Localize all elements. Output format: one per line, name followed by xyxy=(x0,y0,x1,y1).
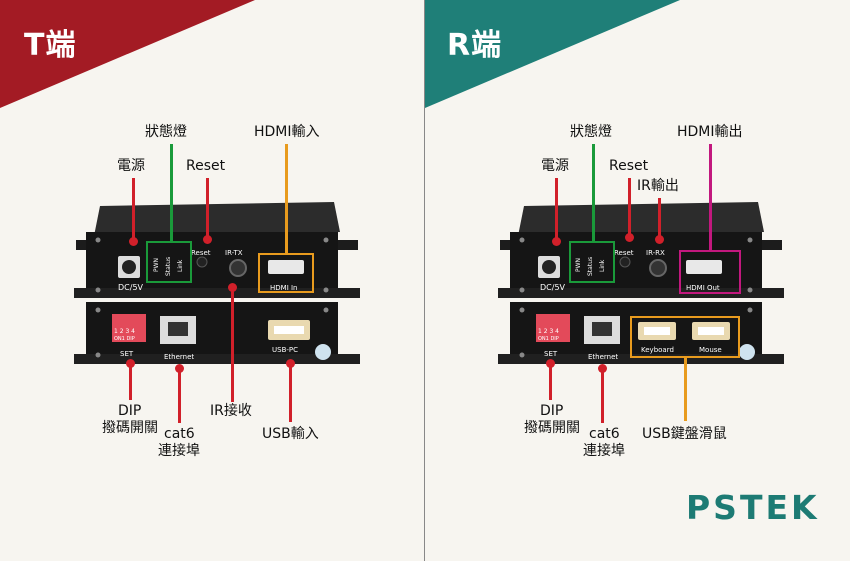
r-label-dip-line1: DIP xyxy=(540,403,564,419)
receiver-title: R端 xyxy=(447,28,503,63)
dip-on-label: ON1 DIP xyxy=(114,336,135,342)
r-dip-pointer-dot xyxy=(546,359,555,368)
r-reset-pointer xyxy=(628,178,631,236)
power-pointer-dot xyxy=(129,237,138,246)
hdmi-port-label: HDMI In xyxy=(270,284,297,292)
r-link-label: Link xyxy=(599,259,606,272)
receiver-front-unit: DC/5V Reset IR-RX HDMI Out PWN Status Li… xyxy=(496,200,786,310)
label-ir-receive: IR接收 xyxy=(210,403,252,419)
transmitter-banner xyxy=(0,0,255,108)
link-label: Link xyxy=(177,259,184,272)
pstek-logo: PSTEK xyxy=(686,488,820,527)
r-power-pointer-dot xyxy=(552,237,561,246)
r-ir-port-label: IR-RX xyxy=(646,249,665,257)
usb-port-label: USB-PC xyxy=(272,346,298,354)
r-cat6-pointer-dot xyxy=(598,364,607,373)
transmitter-title: T端 xyxy=(24,28,77,63)
panel-divider xyxy=(424,0,425,561)
r-keyboard-label: Keyboard xyxy=(641,346,674,354)
r-power-pointer xyxy=(555,178,558,240)
r-ethernet-label: Ethernet xyxy=(588,353,618,361)
label-cat6-line2: 連接埠 xyxy=(158,443,200,459)
r-label-status-light: 狀態燈 xyxy=(570,124,612,140)
r-ir-pointer xyxy=(658,198,661,238)
usb-pointer-dot xyxy=(286,359,295,368)
hdmi-highlight-box xyxy=(258,253,314,293)
usb-pointer xyxy=(289,364,292,422)
dip-pointer xyxy=(129,364,132,400)
r-label-usb-kbm: USB鍵盤滑鼠 xyxy=(642,426,727,442)
reset-pointer xyxy=(206,178,209,238)
r-label-reset: Reset xyxy=(609,158,649,174)
status-pointer xyxy=(170,144,173,242)
r-label-cat6-line2: 連接埠 xyxy=(583,443,625,459)
r-label-power: 電源 xyxy=(541,158,569,174)
r-ir-pointer-dot xyxy=(655,235,664,244)
status-highlight-box xyxy=(146,241,192,283)
reset-port-label: Reset xyxy=(191,249,211,257)
r-dip-on-label: ON1 DIP xyxy=(538,336,559,342)
transmitter-front-unit: DC/5V Reset IR-TX HDMI In PWN Status Lin… xyxy=(72,200,362,310)
r-status-pointer xyxy=(592,144,595,242)
label-hdmi-input: HDMI輸入 xyxy=(254,124,320,140)
dip-numbers: 1 2 3 4 xyxy=(114,328,135,335)
r-label-ir-output: IR輸出 xyxy=(637,178,679,194)
set-label: SET xyxy=(120,350,134,358)
receiver-banner xyxy=(425,0,680,108)
r-label-hdmi-output: HDMI輸出 xyxy=(677,124,743,140)
r-usb-pointer xyxy=(684,357,687,421)
r-dip-pointer xyxy=(549,364,552,400)
label-usb-input: USB輸入 xyxy=(262,426,319,442)
receiver-back-unit: 1 2 3 4 ON1 DIP SET Ethernet Keyboard Mo… xyxy=(496,300,786,376)
r-set-label: SET xyxy=(544,350,558,358)
dc-port-label: DC/5V xyxy=(118,283,144,292)
r-usb-highlight-box xyxy=(630,316,740,358)
r-hdmi-highlight-box xyxy=(679,250,741,294)
r-reset-pointer-dot xyxy=(625,233,634,242)
r-hdmi-pointer xyxy=(709,144,712,252)
r-label-cat6-line1: cat6 xyxy=(589,426,620,442)
label-cat6-line1: cat6 xyxy=(164,426,195,442)
r-label-dip-line2: 撥碼開關 xyxy=(524,420,580,436)
status-label: Status xyxy=(165,257,172,276)
reset-pointer-dot xyxy=(203,235,212,244)
r-dc-port-label: DC/5V xyxy=(540,283,566,292)
r-hdmi-port-label: HDMI Out xyxy=(686,284,720,292)
r-reset-port-label: Reset xyxy=(614,249,634,257)
r-dip-numbers: 1 2 3 4 xyxy=(538,328,559,335)
label-status-light: 狀態燈 xyxy=(145,124,187,140)
transmitter-back-unit: 1 2 3 4 ON1 DIP SET Ethernet USB-PC xyxy=(72,300,362,376)
hdmi-pointer xyxy=(285,144,288,254)
label-power: 電源 xyxy=(117,158,145,174)
power-pointer xyxy=(132,178,135,240)
ethernet-label: Ethernet xyxy=(164,353,194,361)
r-cat6-pointer xyxy=(601,369,604,423)
ir-pointer xyxy=(231,288,234,402)
transmitter-panel: T端 狀態燈 HDMI輸入 電源 Reset DC/5V Reset IR-TX… xyxy=(0,0,424,561)
r-status-label: Status xyxy=(587,257,594,276)
cat6-pointer xyxy=(178,369,181,423)
label-dip-line1: DIP xyxy=(118,403,142,419)
label-reset: Reset xyxy=(186,158,226,174)
r-status-highlight-box xyxy=(569,241,615,283)
dip-pointer-dot xyxy=(126,359,135,368)
receiver-panel: R端 xyxy=(425,0,850,561)
ir-port-label: IR-TX xyxy=(225,249,243,257)
ir-pointer-dot xyxy=(228,283,237,292)
r-mouse-label: Mouse xyxy=(699,346,722,354)
pwn-label: PWN xyxy=(153,258,160,272)
r-pwn-label: PWN xyxy=(575,258,582,272)
cat6-pointer-dot xyxy=(175,364,184,373)
label-dip-line2: 撥碼開關 xyxy=(102,420,158,436)
